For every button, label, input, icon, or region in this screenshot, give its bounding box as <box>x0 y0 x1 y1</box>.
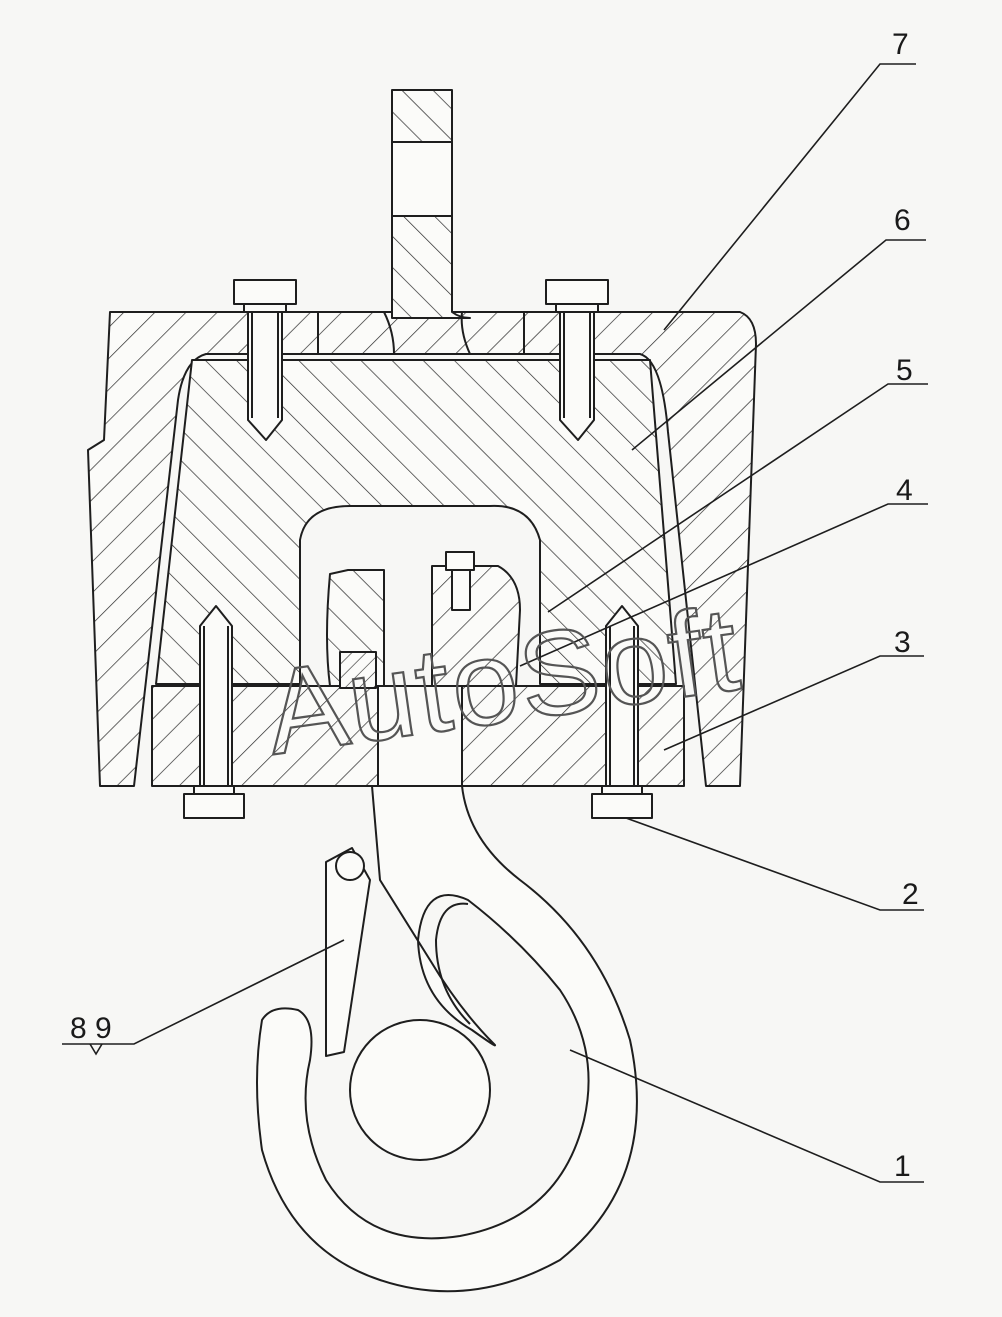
lifting-eye-slot <box>391 141 453 217</box>
upper-bolt-right <box>545 279 609 441</box>
callout-4: 4 <box>896 474 913 507</box>
callout-2: 2 <box>902 878 919 911</box>
callout-5: 5 <box>896 354 913 387</box>
lower-bolt-right <box>591 605 653 819</box>
latch-pin <box>335 851 365 881</box>
callout-8-9: 8 9 <box>70 1012 112 1045</box>
leader-3 <box>663 655 924 751</box>
hook-throat <box>349 1019 491 1161</box>
upper-bolt-left <box>233 279 297 441</box>
leader-89-tick <box>89 1043 103 1056</box>
set-screw-body <box>451 569 471 611</box>
top-shoulder-left <box>317 311 395 355</box>
set-screw-head <box>445 551 475 571</box>
callout-1: 1 <box>894 1150 911 1183</box>
hook-body <box>256 785 638 1293</box>
top-shoulder-right <box>460 311 525 355</box>
leader-7 <box>663 63 916 331</box>
callout-6: 6 <box>894 204 911 237</box>
hook-shank <box>377 685 463 787</box>
leader-5 <box>547 383 928 613</box>
callout-7: 7 <box>892 28 909 61</box>
leader-1 <box>569 1049 924 1183</box>
leader-6 <box>631 239 926 451</box>
leader-89 <box>62 939 345 1045</box>
outer-housing <box>87 311 757 787</box>
inner-block <box>155 359 677 685</box>
locking-insert <box>339 651 377 689</box>
safety-latch <box>325 847 371 1057</box>
hook-inner-line <box>435 902 471 1025</box>
leader-4 <box>519 503 928 667</box>
lower-bolt-left <box>183 605 245 819</box>
leader-2 <box>625 817 924 911</box>
callout-3: 3 <box>894 626 911 659</box>
